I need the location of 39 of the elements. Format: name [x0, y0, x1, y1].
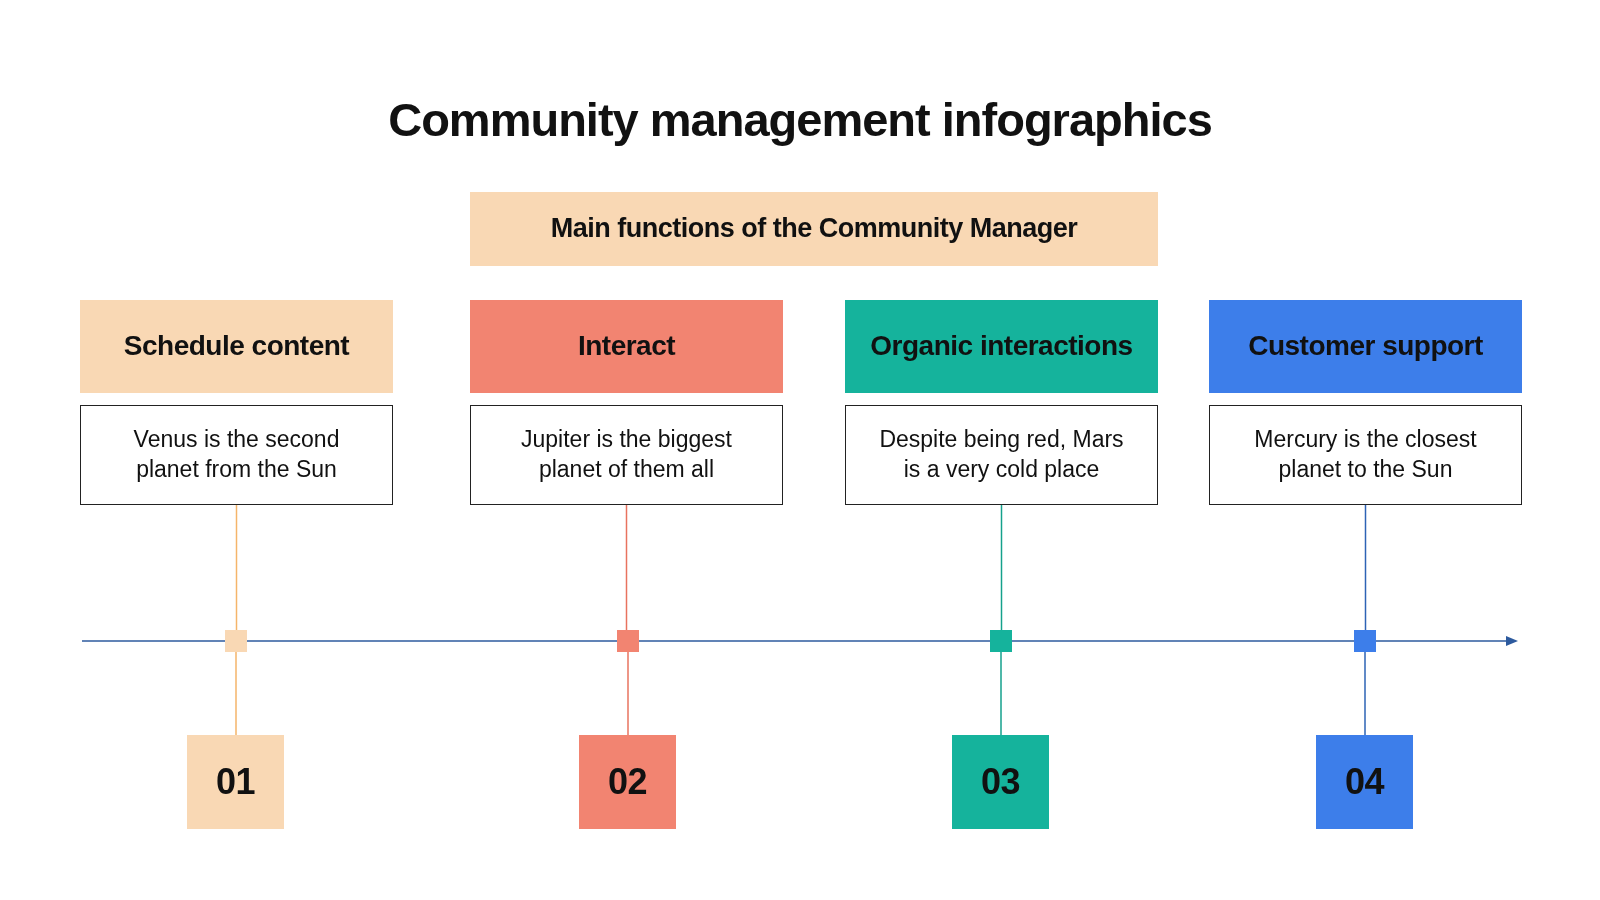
connector-line — [627, 651, 629, 736]
step-number: 01 — [214, 759, 256, 804]
header-box — [470, 300, 783, 393]
number-box — [579, 735, 676, 829]
step-heading: Schedule content — [122, 329, 351, 364]
step-number: 04 — [1343, 759, 1386, 804]
connector-line — [1000, 504, 1003, 631]
header-box — [80, 300, 393, 393]
connector-line — [1364, 504, 1367, 631]
step-description: Despite being red, Mars is a very cold place — [878, 425, 1125, 484]
step-number: 02 — [606, 759, 648, 804]
connector-line — [625, 504, 628, 631]
connector-line — [235, 504, 238, 631]
step-heading: Organic interactions — [869, 329, 1134, 364]
timeline-marker — [225, 630, 247, 652]
description-box — [845, 405, 1158, 505]
header-box — [845, 300, 1158, 393]
step-description: Mercury is the closest planet to the Sun — [1253, 425, 1478, 484]
step-heading: Interact — [576, 329, 677, 364]
number-box — [187, 735, 284, 829]
timeline-marker — [990, 630, 1012, 652]
step-description: Venus is the second planet from the Sun — [132, 425, 341, 484]
connector-line — [235, 651, 237, 736]
description-box — [1209, 405, 1522, 505]
number-box — [1316, 735, 1413, 829]
title: Community management infographics — [388, 92, 1212, 147]
header-box — [1209, 300, 1522, 393]
timeline-marker — [1354, 630, 1376, 652]
banner-box — [470, 192, 1158, 266]
connector-line — [1000, 651, 1002, 736]
number-box — [952, 735, 1049, 829]
step-number: 03 — [979, 759, 1021, 804]
timeline-marker — [617, 630, 639, 652]
description-box — [80, 405, 393, 505]
connector-line — [1364, 651, 1366, 736]
description-box — [470, 405, 783, 505]
banner-heading: Main functions of the Community Manager — [549, 212, 1079, 246]
step-description: Jupiter is the biggest planet of them all — [520, 425, 733, 484]
step-heading: Customer support — [1247, 329, 1484, 364]
